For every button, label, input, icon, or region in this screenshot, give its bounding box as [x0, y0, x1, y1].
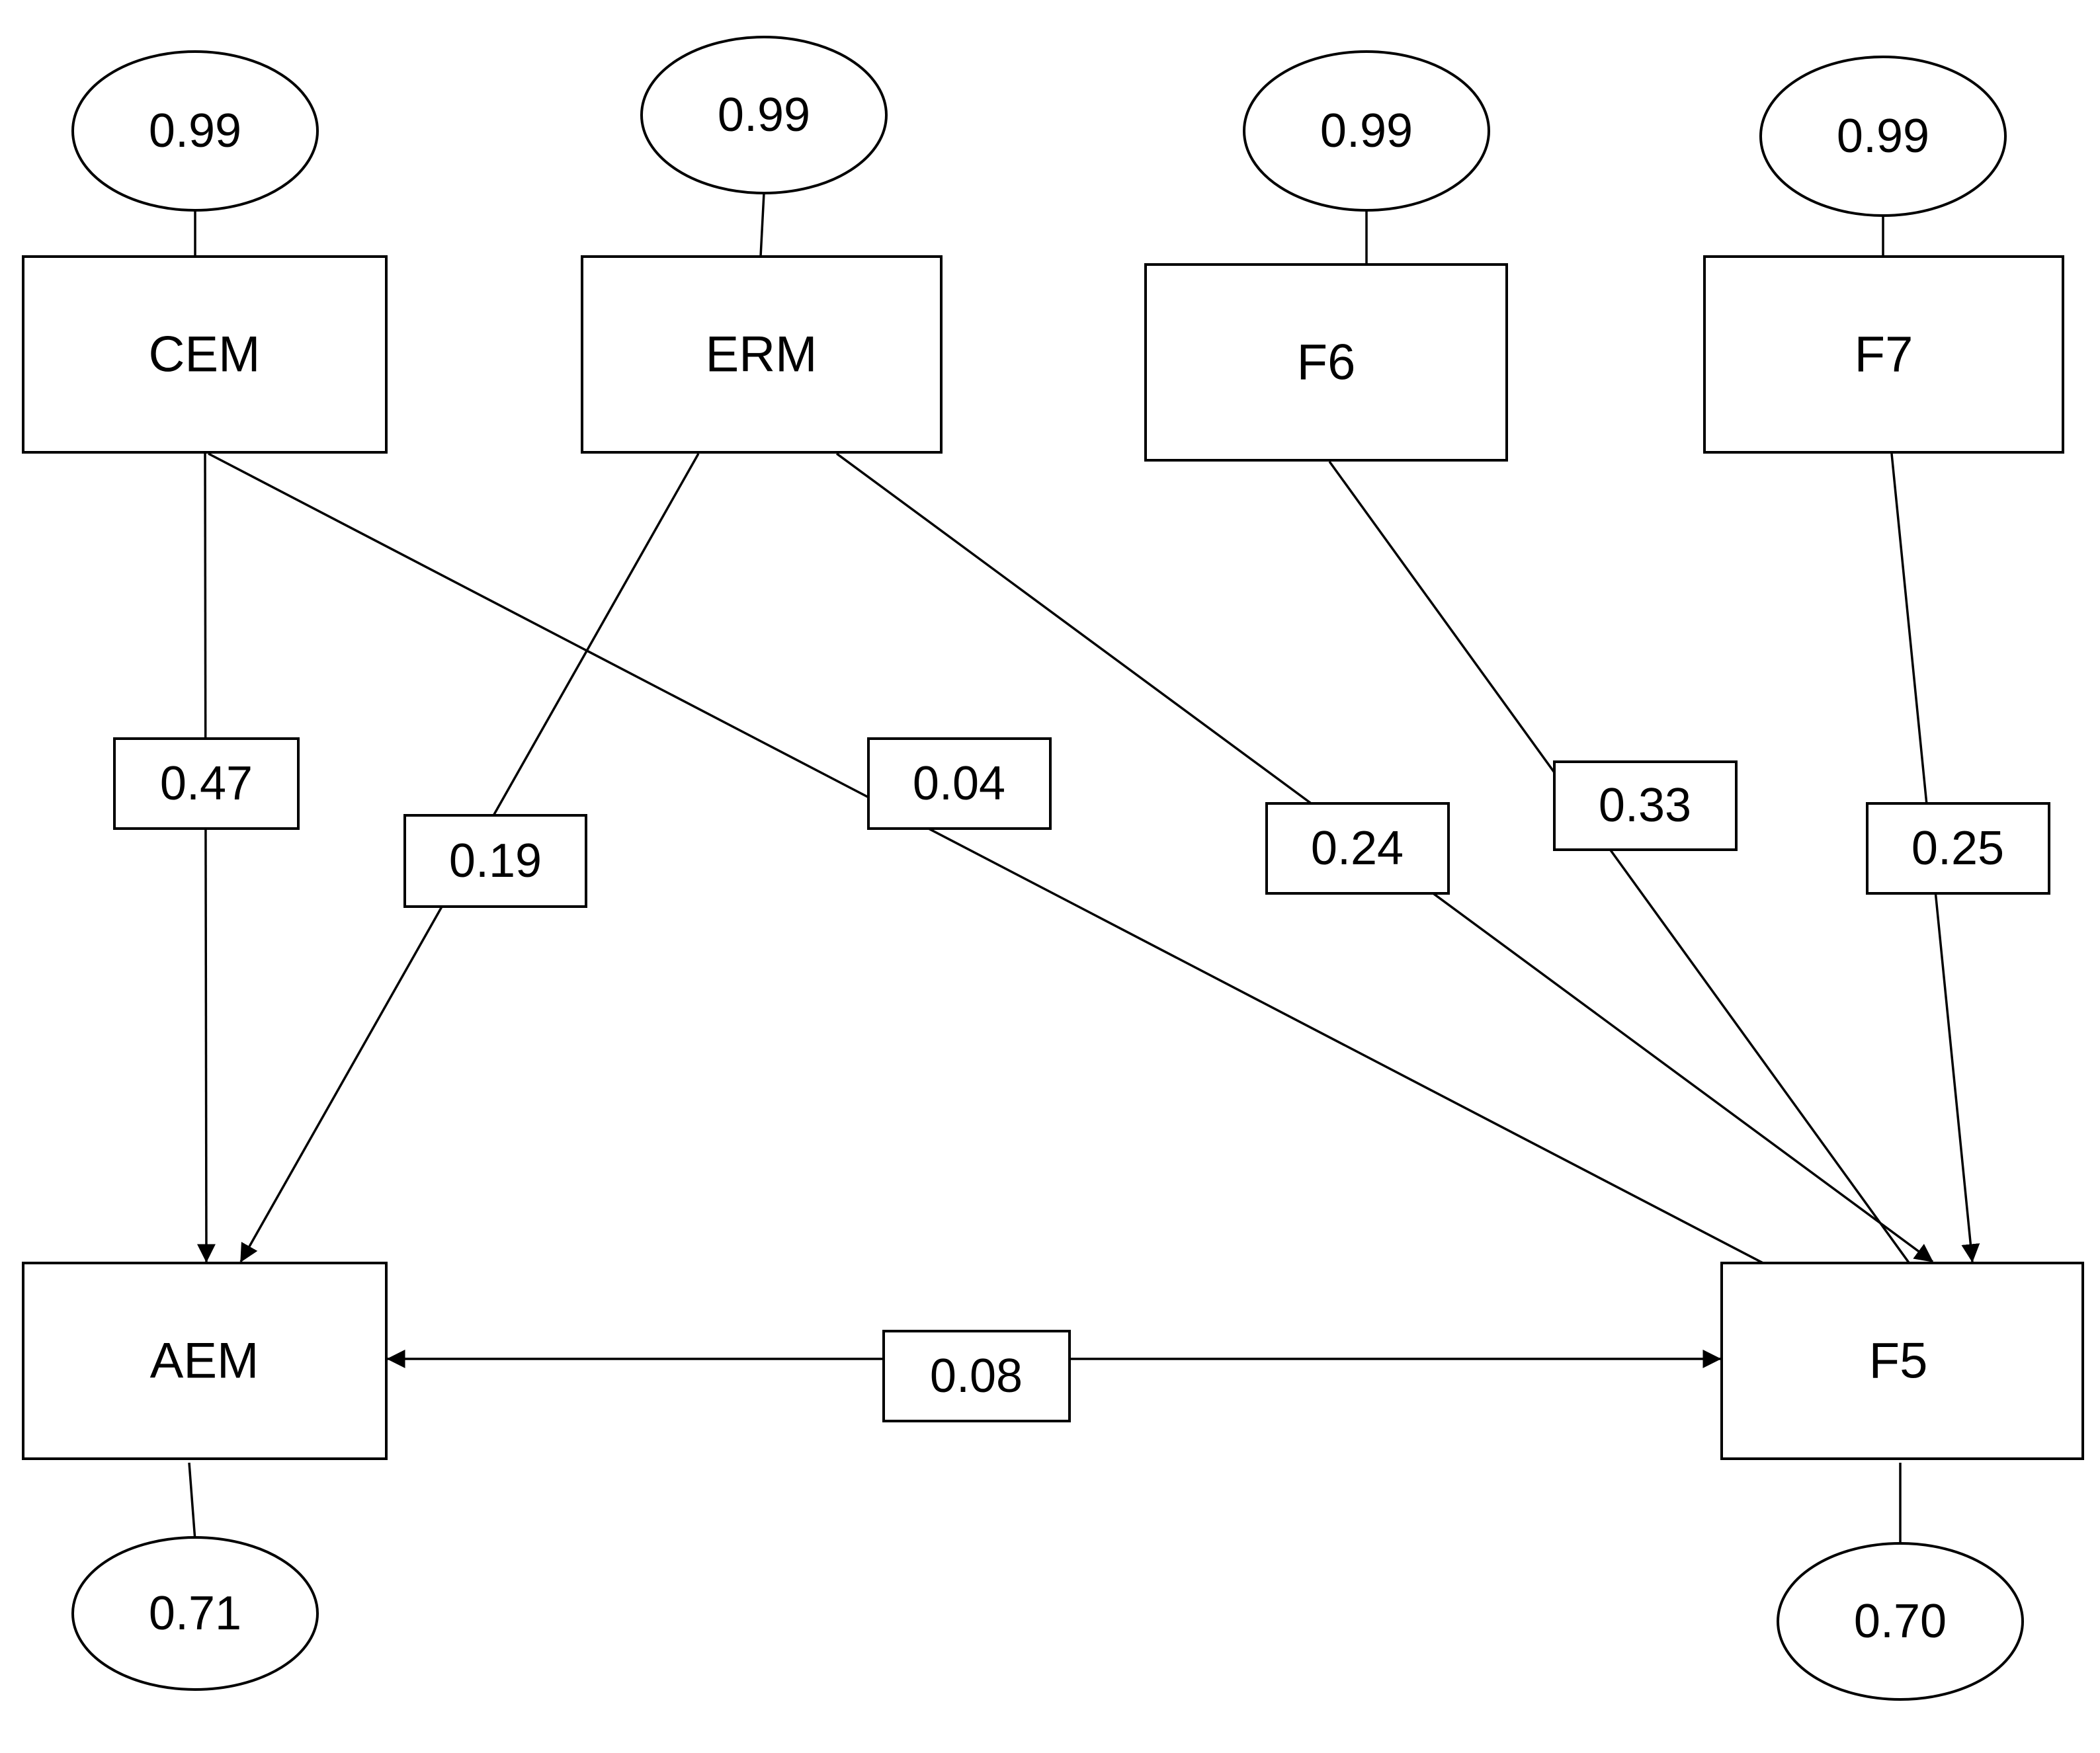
coef-aem-f5: 0.08 [882, 1330, 1071, 1422]
error-f5-value: 0.70 [1854, 1595, 1947, 1648]
node-cem: CEM [22, 255, 388, 454]
coef-erm-aem-value: 0.19 [449, 835, 542, 887]
coef-cem-f5: 0.04 [867, 737, 1052, 830]
node-aem-label: AEM [150, 1333, 259, 1389]
coef-erm-aem: 0.19 [403, 814, 587, 908]
error-f6: 0.99 [1243, 50, 1490, 212]
coef-cem-aem-value: 0.47 [160, 757, 253, 810]
error-erm: 0.99 [640, 36, 888, 194]
node-f6-label: F6 [1297, 335, 1356, 391]
erm-error-connector [759, 192, 765, 257]
node-erm: ERM [581, 255, 943, 454]
coef-f6-f5-value: 0.33 [1599, 779, 1691, 832]
error-f5: 0.70 [1777, 1542, 2024, 1701]
error-f7: 0.99 [1759, 56, 2007, 217]
node-f5-label: F5 [1869, 1333, 1928, 1389]
error-f6-value: 0.99 [1320, 104, 1413, 157]
error-f7-value: 0.99 [1837, 110, 1929, 163]
aem-error-connector [188, 1462, 196, 1541]
coef-cem-aem: 0.47 [113, 737, 300, 830]
node-f7-label: F7 [1855, 327, 1913, 383]
node-cem-label: CEM [149, 327, 261, 383]
coef-erm-f5: 0.24 [1265, 802, 1450, 895]
error-aem-value: 0.71 [149, 1587, 241, 1640]
node-f5: F5 [1720, 1262, 2084, 1460]
error-cem-value: 0.99 [149, 104, 241, 157]
coef-aem-f5-value: 0.08 [930, 1350, 1023, 1403]
coef-f7-f5-value: 0.25 [1911, 822, 2004, 875]
path-cem-f5 [208, 452, 1885, 1327]
node-aem: AEM [22, 1262, 388, 1460]
node-f7: F7 [1703, 255, 2064, 454]
coef-erm-f5-value: 0.24 [1311, 822, 1404, 875]
coef-f7-f5: 0.25 [1866, 802, 2050, 895]
path-cem-aem [196, 453, 216, 1263]
coef-cem-f5-value: 0.04 [913, 757, 1005, 810]
node-erm-label: ERM [706, 327, 818, 383]
coef-f6-f5: 0.33 [1553, 760, 1738, 851]
error-cem: 0.99 [71, 50, 319, 212]
error-aem: 0.71 [71, 1536, 319, 1691]
error-erm-value: 0.99 [718, 89, 810, 142]
path-f6-f5 [1328, 460, 1963, 1337]
node-f6: F6 [1144, 263, 1508, 462]
